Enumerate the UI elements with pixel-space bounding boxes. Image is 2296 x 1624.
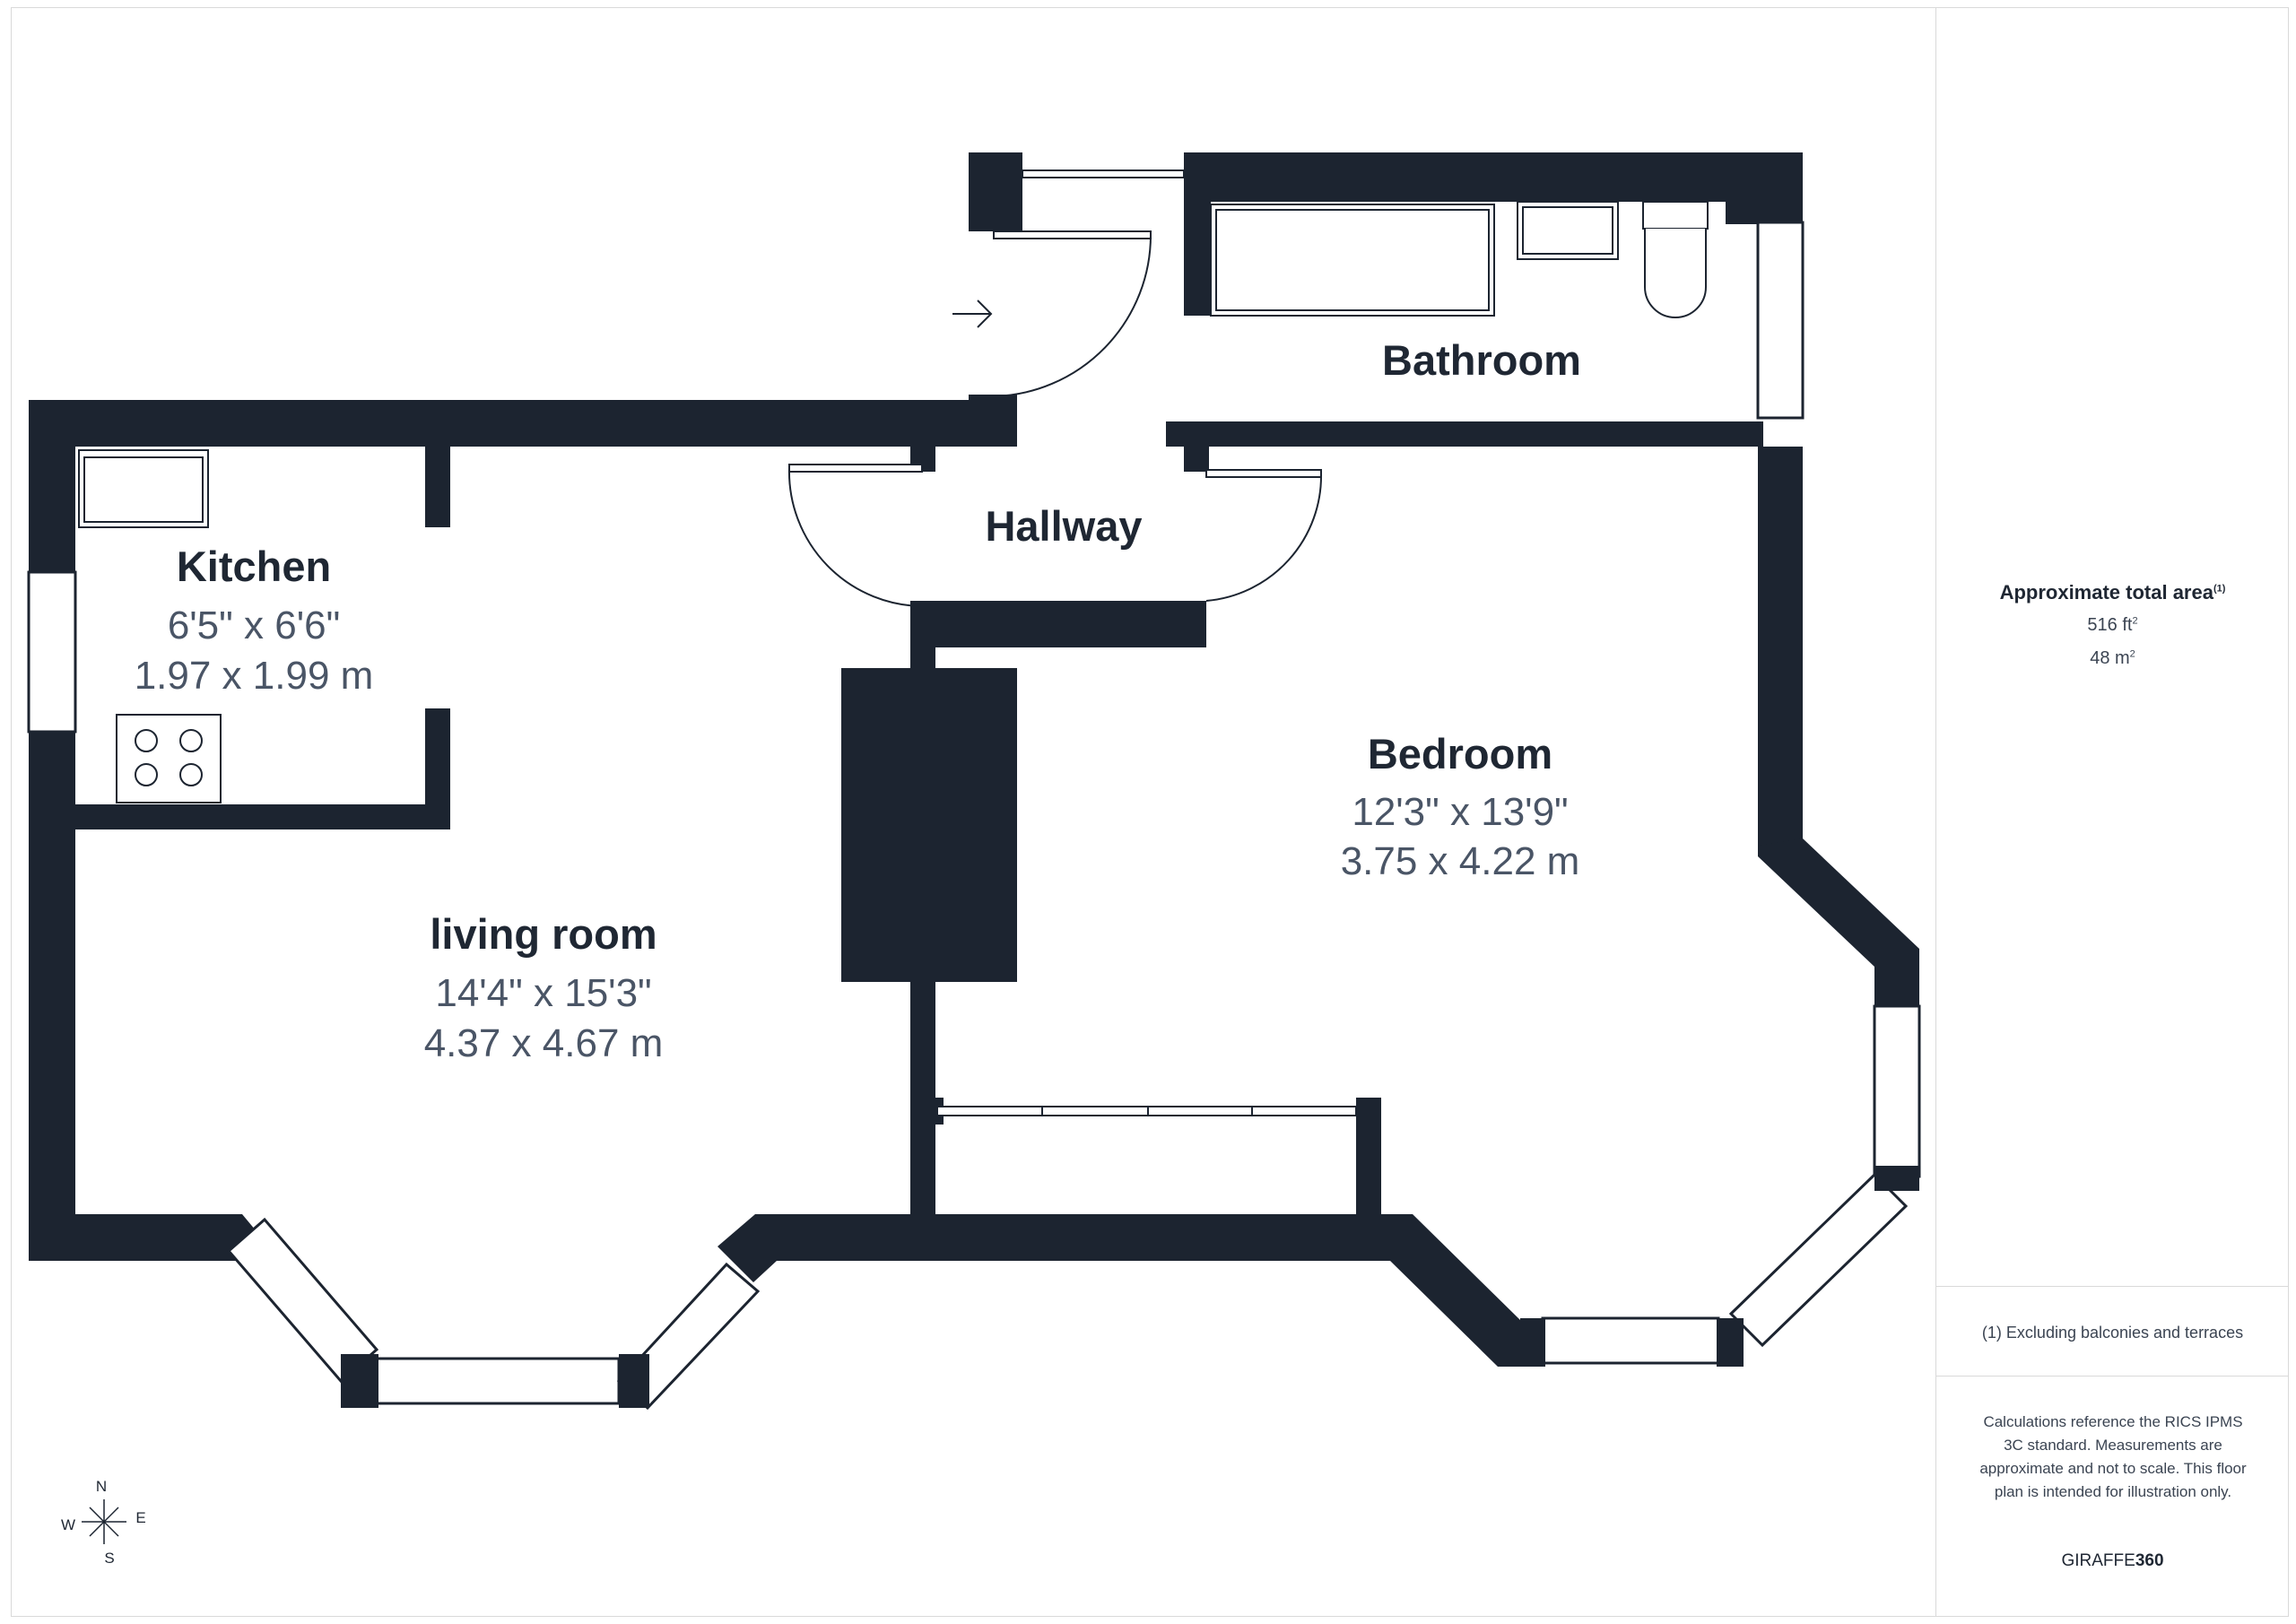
area-imperial: 516 ft2 — [2087, 615, 2138, 635]
divider — [1936, 1286, 2289, 1287]
page-frame — [11, 7, 2289, 1617]
compass-w: W — [61, 1516, 75, 1533]
windows — [27, 221, 1921, 1411]
area-title: Approximate total area(1) — [1999, 581, 2226, 604]
area-summary: Approximate total area(1) 516 ft2 48 m2 — [1936, 581, 2289, 669]
disclaimer: Calculations reference the RICS IPMS 3C … — [1979, 1413, 2247, 1500]
kitchen-label: Kitchen — [177, 543, 331, 590]
living-window-left — [226, 1217, 379, 1384]
hallway-label: Hallway — [985, 502, 1142, 550]
area-metric: 48 m2 — [2090, 648, 2135, 668]
footnote: (1) Excluding balconies and terraces — [1981, 1324, 2244, 1342]
bathroom-window — [1756, 221, 1805, 420]
doors — [787, 169, 1323, 607]
bedroom-metric: 3.75 x 4.22 m — [1341, 839, 1580, 883]
bedroom-window-bottom — [1541, 1316, 1720, 1365]
bedroom-imperial: 12'3" x 13'9" — [1352, 790, 1568, 834]
hob — [116, 714, 222, 803]
living-room-imperial: 14'4" x 15'3" — [435, 971, 651, 1015]
entrance-arrow-icon — [952, 300, 993, 328]
kitchen-window — [27, 570, 77, 734]
walls — [29, 152, 1919, 1367]
bathroom-label: Bathroom — [1382, 336, 1581, 384]
floor-plan: Kitchen 6'5" x 6'6" 1.97 x 1.99 m living… — [27, 152, 1921, 1567]
brand-logo: GIRAFFE360 — [2061, 1551, 2164, 1570]
living-room-label: living room — [430, 910, 657, 958]
bedroom-window-diag — [1728, 1172, 1909, 1348]
compass-rose-icon — [82, 1499, 126, 1544]
sliding-door — [936, 1106, 1357, 1116]
kitchen-metric: 1.97 x 1.99 m — [135, 654, 374, 698]
window-posts — [341, 1166, 1919, 1408]
info-sidebar: Approximate total area(1) 516 ft2 48 m2 … — [1935, 7, 2289, 1617]
toilet-bowl — [1644, 229, 1707, 318]
kitchen-imperial: 6'5" x 6'6" — [168, 604, 340, 647]
living-room-metric: 4.37 x 4.67 m — [424, 1021, 664, 1065]
bedroom-window-right — [1873, 1004, 1921, 1178]
compass-n: N — [96, 1478, 107, 1495]
toilet-cistern — [1642, 201, 1709, 230]
living-window-bottom — [375, 1357, 621, 1405]
compass-e: E — [135, 1509, 145, 1526]
compass-s: S — [104, 1550, 114, 1567]
bedroom-label: Bedroom — [1368, 730, 1552, 777]
fixtures — [78, 201, 1709, 803]
